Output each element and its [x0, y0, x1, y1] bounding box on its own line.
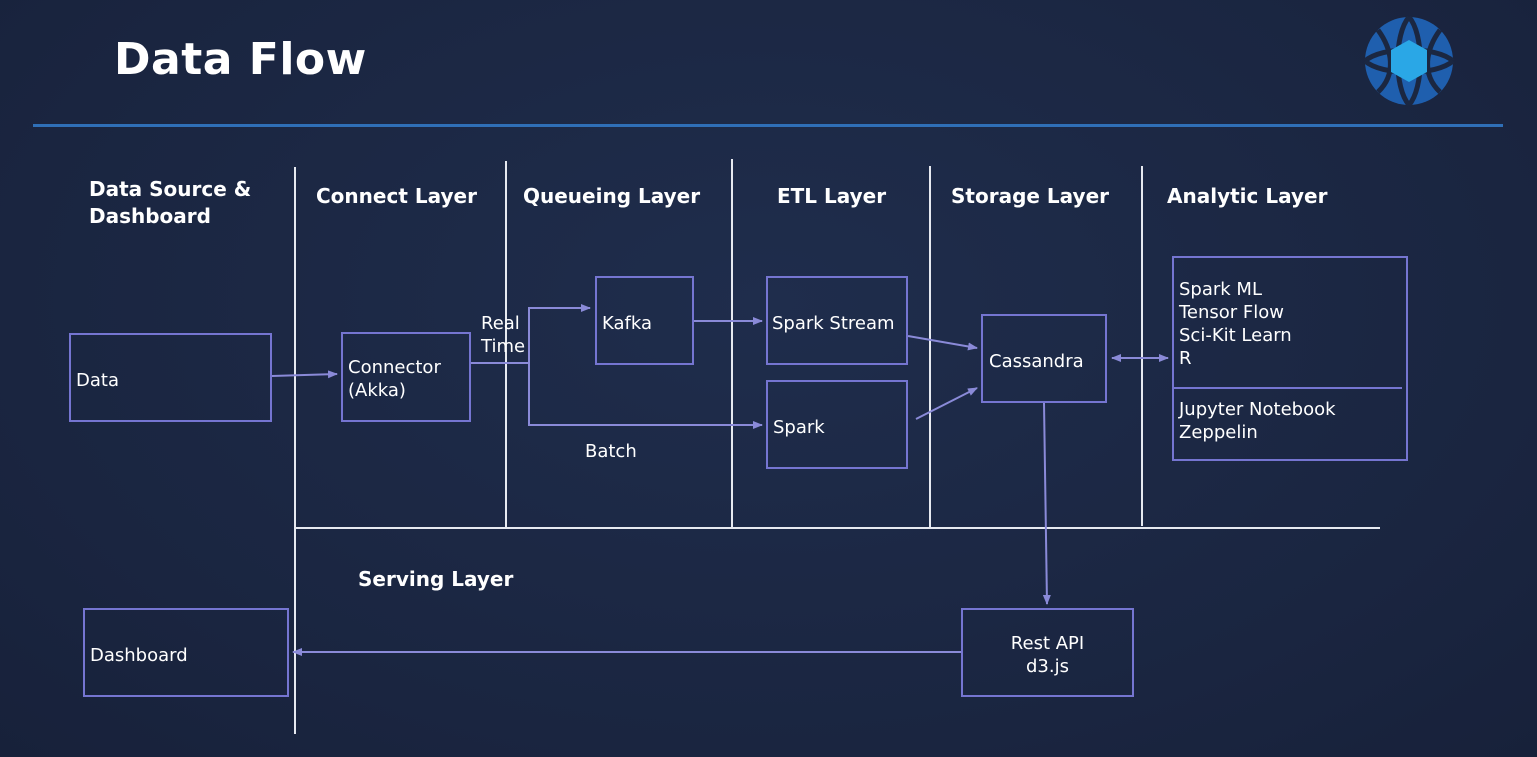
layer-divider-5 — [1141, 166, 1143, 526]
edge-label-batch: Batch — [585, 441, 637, 462]
layer-heading-etl: ETL Layer — [777, 184, 887, 208]
node-rest-api-label: Rest API d3.js — [1010, 633, 1085, 677]
node-notebooks-label: Jupyter Notebook Zeppelin — [1179, 399, 1336, 443]
node-dashboard: Dashboard — [83, 608, 289, 697]
node-spark: Spark — [766, 380, 908, 469]
node-kafka: Kafka — [595, 276, 694, 365]
layer-divider-3 — [731, 159, 733, 529]
node-analytic-tools-label: Spark ML Tensor Flow Sci-Kit Learn R — [1179, 279, 1292, 369]
node-kafka-label: Kafka — [602, 313, 652, 334]
layer-heading-queueing: Queueing Layer — [523, 184, 701, 208]
node-data-label: Data — [76, 370, 119, 391]
node-data: Data — [69, 333, 272, 422]
node-rest-api: Rest API d3.js — [961, 608, 1134, 697]
page-title: Data Flow — [114, 34, 367, 85]
layer-heading-storage: Storage Layer — [951, 184, 1109, 208]
node-connector-label: Connector (Akka) — [348, 357, 441, 401]
node-dashboard-label: Dashboard — [90, 645, 188, 666]
arrow-cassandra-to-rest-api — [1042, 402, 1051, 605]
node-cassandra: Cassandra — [981, 314, 1107, 403]
arrow-spark-stream-to-cassandra — [907, 335, 978, 351]
node-cassandra-label: Cassandra — [989, 351, 1084, 372]
arrow-connector-to-spark — [528, 363, 763, 429]
layer-heading-analytic: Analytic Layer — [1167, 184, 1328, 208]
node-spark-stream-label: Spark Stream — [772, 313, 895, 334]
layer-heading-connect: Connect Layer — [316, 184, 477, 208]
layer-heading-serving: Serving Layer — [358, 567, 514, 591]
node-spark-label: Spark — [773, 417, 825, 438]
edge-label-real-time: Real Time — [481, 313, 526, 357]
serving-layer-divider — [296, 527, 1380, 529]
title-divider — [33, 124, 1503, 127]
analytic-box-divider — [1174, 387, 1402, 389]
layer-heading-data-source: Data Source & Dashboard — [89, 177, 252, 228]
node-spark-stream: Spark Stream — [766, 276, 908, 365]
blue-circular-knot-logo — [1363, 15, 1455, 107]
node-analytic-tools: Spark ML Tensor Flow Sci-Kit Learn R Jup… — [1172, 256, 1408, 461]
arrow-spark-to-cassandra — [915, 387, 978, 420]
layer-divider-4 — [929, 166, 931, 529]
node-connector: Connector (Akka) — [341, 332, 471, 422]
layer-divider-1 — [294, 167, 296, 734]
arrow-data-to-connector — [271, 370, 338, 379]
